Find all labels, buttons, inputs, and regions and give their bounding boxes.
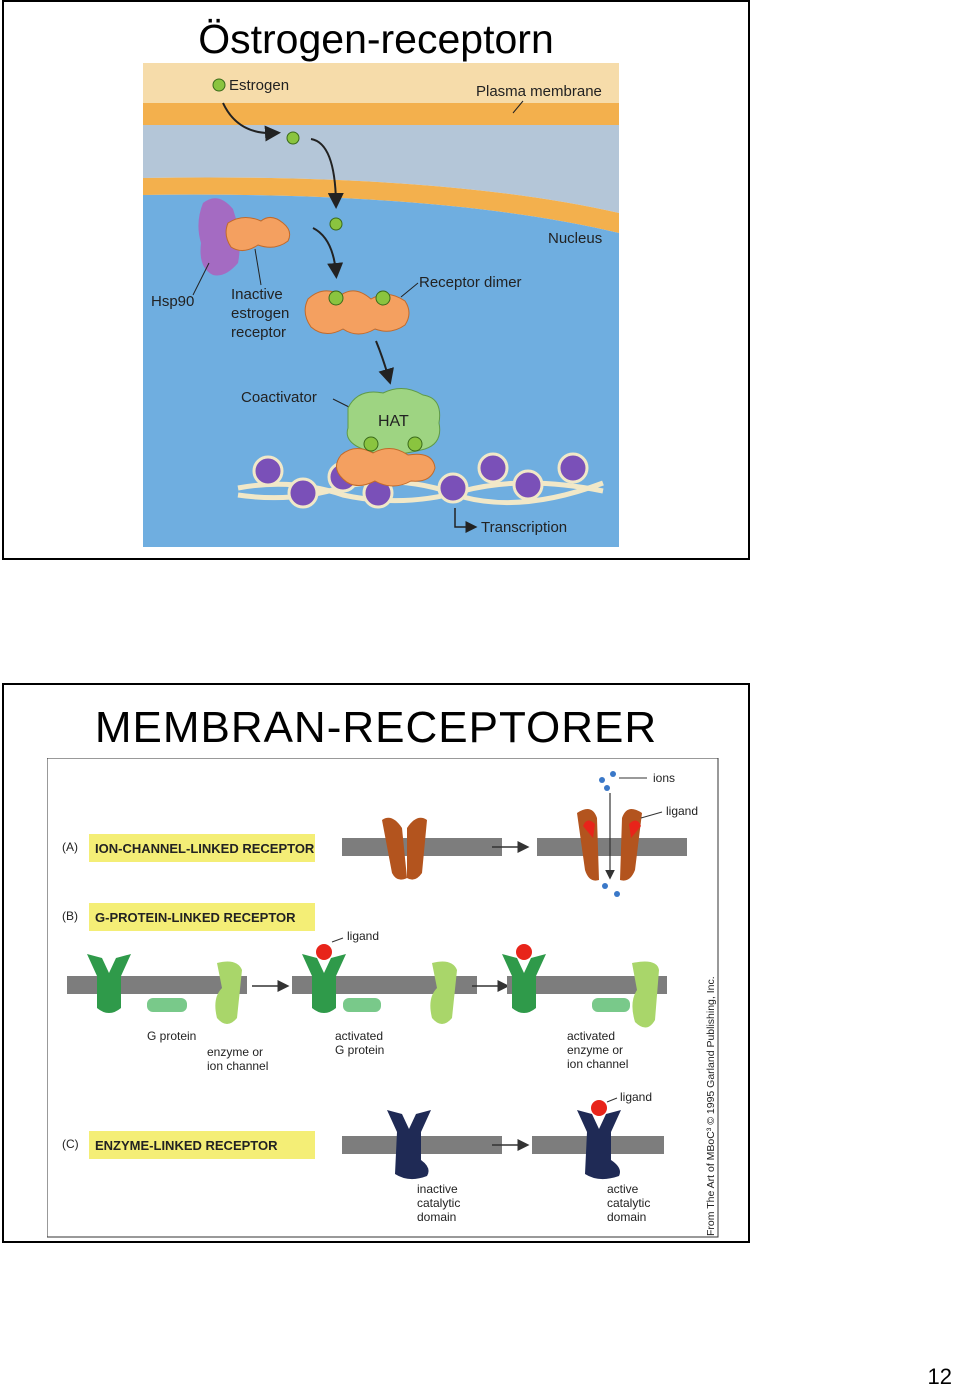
enzyme-receptor-inactive [387, 1110, 431, 1180]
inactive-receptor-label: estrogen [231, 305, 289, 322]
estrogen-molecule-icon [286, 131, 300, 145]
estrogen-receptor-figure: Estrogen Plasma membrane Nucleus Hsp90 I… [143, 63, 619, 547]
cytoplasm [143, 125, 619, 213]
slide-title: MEMBRAN-RECEPTORER [94, 703, 658, 752]
activated-effector-label: activated [567, 1029, 615, 1043]
section-a-letter: (A) [62, 840, 78, 854]
ligand-label-a: ligand [666, 804, 698, 818]
section-a-banner [89, 834, 315, 862]
transcription-label: Transcription [481, 519, 567, 536]
membrane-c1 [342, 1136, 502, 1154]
plasma-membrane-band [143, 103, 619, 125]
gpcr-receptor-active [302, 954, 346, 1013]
dna-bound-dimer [336, 448, 436, 487]
section-a-title: ION-CHANNEL-LINKED RECEPTOR [95, 841, 315, 856]
estrogen-label: Estrogen [229, 77, 289, 94]
gpcr-receptor-active [502, 954, 546, 1013]
plasma-membrane-label: Plasma membrane [476, 83, 602, 100]
hsp90-label: Hsp90 [151, 293, 194, 310]
ligand-label-b: ligand [347, 929, 379, 943]
enzyme-receptor-active [577, 1110, 621, 1180]
g-protein [147, 998, 187, 1012]
activated-g-protein-label: G protein [335, 1043, 384, 1057]
inactive-domain-label: inactive [417, 1182, 458, 1196]
receptor-dimer-label: Receptor dimer [419, 274, 522, 291]
effector-label: enzyme or [207, 1045, 263, 1059]
receptor-dimer [304, 290, 410, 335]
activated-effector-label: ion channel [567, 1057, 628, 1071]
g-protein-label: G protein [147, 1029, 196, 1043]
section-c-letter: (C) [62, 1137, 79, 1151]
slide-membrane-receptors: MEMBRAN-RECEPTORER (A) ION-CHANNEL-LINKE… [2, 683, 750, 1243]
activated-g-protein [592, 998, 630, 1012]
activated-effector-label: enzyme or [567, 1043, 623, 1057]
ligand-label-c: ligand [620, 1090, 652, 1104]
effector-label: ion channel [207, 1059, 268, 1073]
effector-enzyme [430, 961, 457, 1024]
section-b-banner [89, 903, 315, 931]
inactive-receptor [225, 217, 291, 251]
section-c-title: ENZYME-LINKED RECEPTOR [95, 1138, 278, 1153]
nucleus-label: Nucleus [548, 230, 602, 247]
coactivator-label: Coactivator [241, 389, 317, 406]
activated-g-protein [343, 998, 381, 1012]
estrogen-molecule-icon [329, 217, 343, 231]
hat-label: HAT [378, 413, 409, 430]
membrane-b2 [292, 976, 477, 994]
active-domain-label: catalytic [607, 1196, 650, 1210]
active-domain-label: domain [607, 1210, 646, 1224]
gpcr-receptor [87, 954, 131, 1013]
membrane-a2 [537, 838, 687, 856]
section-b-letter: (B) [62, 909, 78, 923]
ions-label: ions [653, 771, 675, 785]
section-b-title: G-PROTEIN-LINKED RECEPTOR [95, 910, 296, 925]
slide-estrogen-receptor: Östrogen-receptorn Estrogen Plasma membr… [2, 0, 750, 560]
nuclear-envelope [143, 177, 619, 233]
inactive-receptor-label: Inactive [231, 286, 283, 303]
section-c-banner [89, 1131, 315, 1159]
inactive-domain-label: catalytic [417, 1196, 460, 1210]
figure-credit: From The Art of MBoC³ © 1995 Garland Pub… [705, 976, 717, 1236]
inactive-domain-label: domain [417, 1210, 456, 1224]
page-number: 12 [927, 1364, 952, 1389]
ion-channel-closed [382, 817, 427, 880]
slide-title: Östrogen-receptorn [198, 16, 554, 62]
membrane-receptor-figure: (A) ION-CHANNEL-LINKED RECEPTOR ions lig… [47, 758, 719, 1238]
inactive-receptor-label: receptor [231, 324, 286, 341]
active-domain-label: active [607, 1182, 639, 1196]
effector-enzyme [215, 961, 242, 1024]
membrane-b3 [507, 976, 667, 994]
activated-effector [632, 961, 659, 1028]
hsp90-protein [198, 198, 240, 276]
estrogen-molecule-icon [212, 78, 226, 92]
activated-g-protein-label: activated [335, 1029, 383, 1043]
